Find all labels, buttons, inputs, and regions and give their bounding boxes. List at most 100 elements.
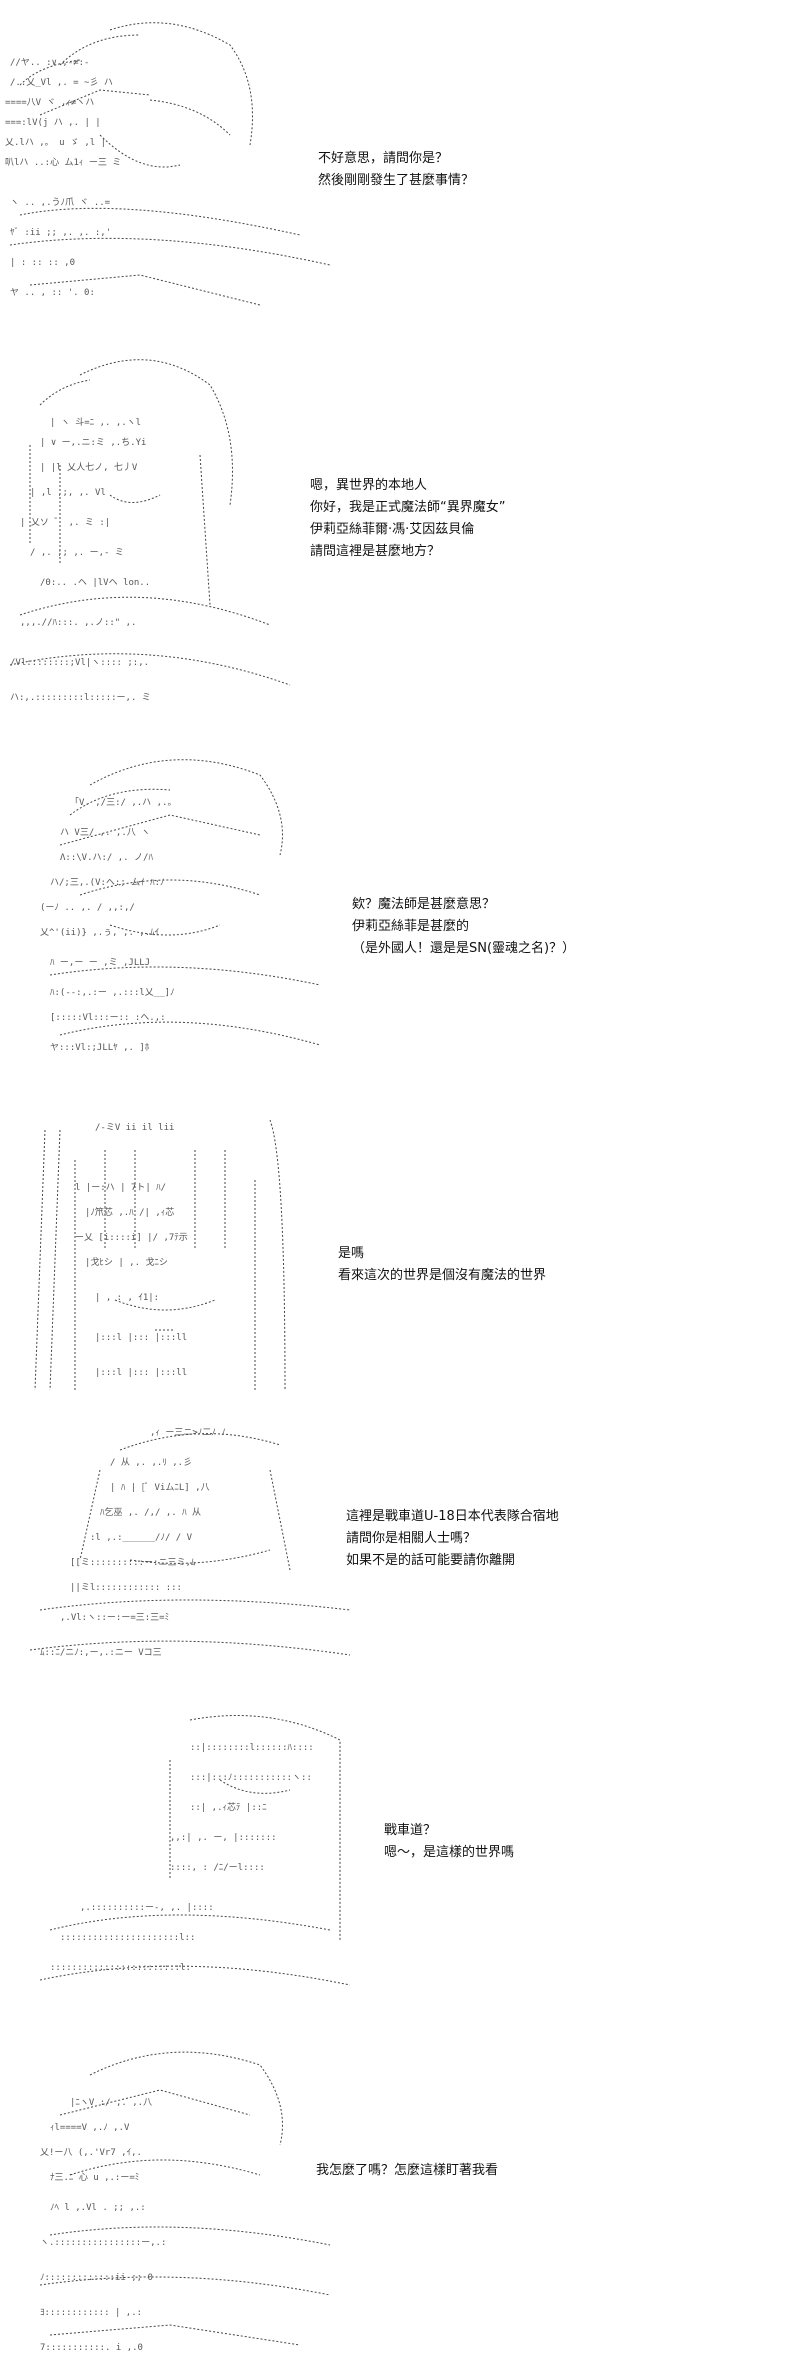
svg-text:ヤ .. , :: '. 0:: ヤ .. , :: '. 0:	[10, 288, 95, 298]
dialog-box: 欸？魔法師是甚麼意思？ 伊莉亞絲菲是甚麼的 （是外國人！還是是SN(靈魂之名)？…	[352, 894, 575, 960]
svg-text:乂!ー八 (,.'Vr7 ,ｲ,.: 乂!ー八 (,.'Vr7 ,ｲ,.	[40, 2148, 142, 2158]
dialog-line: 如果不是的話可能要請你離開	[346, 1553, 516, 1568]
dialog-box: 不好意思，請問你是？ 然後剛剛發生了甚麼事情？	[318, 148, 474, 192]
dialog-line: 伊莉亞絲菲爾·馮·艾因茲貝倫	[310, 522, 475, 537]
svg-text:| ヽ 斗=ﾆ ,. ,.ヽl: | ヽ 斗=ﾆ ,. ,.ヽl	[50, 417, 141, 428]
svg-text:||ミl:::::::::::: :::: ||ミl:::::::::::: :::	[70, 1583, 182, 1593]
dialog-line: 你好，我是正式魔法師“異界魔女”	[310, 500, 506, 515]
panel-3: 「V. ,/三:/ ,.ハ ,.。 ハ V三/ ,. ,.八 ヽ Λ::\V.ハ…	[0, 740, 800, 1080]
svg-text:,ｨ ー三ニ>ﾉ二ﾉ ﾉ: ,ｨ ー三ニ>ﾉ二ﾉ ﾉ	[150, 1428, 226, 1438]
svg-text:/..乂_Vl ,. = ~彡 ハ: /..乂_Vl ,. = ~彡 ハ	[10, 77, 113, 88]
dialog-line: 嗯，異世界的本地人	[310, 478, 428, 493]
svg-text:ハ/;三,.(V:ヘ:; ムｲ ﾊ:ﾉ: ハ/;三,.(V:ヘ:; ムｲ ﾊ:ﾉ	[50, 877, 165, 888]
svg-text:ヤ:::Vl:;JLLﾔ ,. ]ﾎ: ヤ:::Vl:;JLLﾔ ,. ]ﾎ	[50, 1042, 150, 1053]
dialog-line: 請問這裡是甚麼地方？	[310, 544, 441, 559]
dialog-line: 看來這次的世界是個沒有魔法的世界	[338, 1268, 547, 1283]
svg-text:ﾖ:::::::::::: | ,.:: ﾖ:::::::::::: | ,.:	[40, 2308, 142, 2318]
dialog-box: 嗯，異世界的本地人 你好，我是正式魔法師“異界魔女” 伊莉亞絲菲爾·馮·艾因茲貝…	[310, 475, 505, 563]
svg-text:|:::l |::: |:::ll: |:::l |::: |:::ll	[95, 1333, 187, 1343]
svg-text:| : :: :: ,0: | : :: :: ,0	[10, 258, 75, 268]
svg-text:ﾊ:(--:,.:ー ,.:::l乂__]ﾉ: ﾊ:(--:,.:ー ,.:::l乂__]ﾉ	[50, 988, 175, 998]
svg-text:/-ミV ii il lii: /-ミV ii il lii	[95, 1123, 174, 1133]
ascii-art-illustration: | ヽ 斗=ﾆ ,. ,.ヽl | ∨ ー,.ニ:ミ ,.ち.Yi | |l 乂…	[0, 345, 300, 720]
ascii-art-illustration: /-ミV ii il lii l |ー:ハ | 7ト| ﾊ/ |ﾉ笊芯 ,.ﾊ …	[15, 1100, 315, 1390]
dialog-box: 是嗎 看來這次的世界是個沒有魔法的世界	[338, 1243, 546, 1287]
svg-text:/Vl::::::::;Vl|ヽ:::: ;:,.: /Vl::::::::;Vl|ヽ:::: ;:,.	[10, 658, 149, 668]
svg-text:| , : , ｲ1|:: | , : , ｲ1|:	[95, 1293, 159, 1303]
panel-1: //ヤ.. :∨ ,-≠:- /..乂_Vl ,. = ~彡 ハ ====八V …	[0, 0, 800, 330]
svg-text:Λ::\V.ハ:/ ,. ノ/ﾊ: Λ::\V.ハ:/ ,. ノ/ﾊ	[60, 853, 153, 863]
svg-text:/ 从 ,. ,.ﾘ ,.彡: / 从 ,. ,.ﾘ ,.彡	[110, 1457, 192, 1468]
svg-text:| ∨ ー,.ニ:ミ ,.ち.Yi: | ∨ ー,.ニ:ミ ,.ち.Yi	[40, 437, 146, 448]
svg-text:::| ,.ｨ芯ﾃ |::ﾆ: ::| ,.ｨ芯ﾃ |::ﾆ	[190, 1801, 267, 1813]
dialog-line: 請問你是相關人士嗎？	[346, 1531, 477, 1546]
dialog-box: 這裡是戰車道U-18日本代表隊合宿地 請問你是相關人士嗎？ 如果不是的話可能要請…	[346, 1506, 559, 1572]
svg-text:叭lハ ..:心 ム1ｨ ー三 ミ: 叭lハ ..:心 ム1ｨ ー三 ミ	[5, 157, 121, 168]
svg-text:乂.lハ ,。 u ゞ ,l |: 乂.lハ ,。 u ゞ ,l |	[5, 138, 106, 148]
svg-text:ヽ .. ,.うﾉ爪 ヾ ..=: ヽ .. ,.うﾉ爪 ヾ ..=	[10, 197, 111, 208]
dialog-line: 不好意思，請問你是？	[318, 151, 449, 166]
svg-text:|戈ﾋシ | ,. 戈ﾆシ: |戈ﾋシ | ,. 戈ﾆシ	[85, 1256, 168, 1268]
svg-text::l ,.:______/ﾉ/ / V: :l ,.:______/ﾉ/ / V	[90, 1533, 193, 1543]
ascii-art-illustration: ,ｨ ー三ニ>ﾉ二ﾉ ﾉ / 从 ,. ,.ﾘ ,.彡 | ﾊ | [ﾞ Viム…	[20, 1410, 360, 1675]
svg-text:|:::l |::: |:::ll: |:::l |::: |:::ll	[95, 1368, 187, 1378]
svg-text:::|::::::::l::::::ﾊ::::: ::|::::::::l::::::ﾊ::::	[190, 1743, 314, 1753]
svg-text:::::::::::::::::::::::::l:: ::::::::::::::::::::::::l:	[50, 1963, 191, 1973]
panel-5: ,ｨ ー三ニ>ﾉ二ﾉ ﾉ / 从 ,. ,.ﾘ ,.彡 | ﾊ | [ﾞ Viム…	[0, 1410, 800, 1680]
panel-7: |ﾆヽV :/ ,. ,.八 ｨl====V ,.ﾉ ,.V 乂!ー八 (,.'…	[0, 2030, 800, 2366]
svg-text:ー乂 [i::::i] |/ ,7ﾃ示: ー乂 [i::::i] |/ ,7ﾃ示	[75, 1232, 188, 1243]
svg-text:====八V ヾ ,ｨ≠ヽハ: ====八V ヾ ,ｨ≠ヽハ	[5, 98, 94, 108]
svg-text:::::, : /ﾆ/ーl::::: ::::, : /ﾆ/ーl::::	[170, 1863, 265, 1873]
panel-4: /-ミV ii il lii l |ー:ハ | 7ト| ﾊ/ |ﾉ笊芯 ,.ﾊ …	[0, 1095, 800, 1395]
svg-text:ｨl====V ,.ﾉ ,.V: ｨl====V ,.ﾉ ,.V	[50, 2123, 130, 2133]
svg-text::::|:::ﾉ:::::::::::ヽ::: :::|:::ﾉ:::::::::::ヽ::	[190, 1773, 312, 1783]
svg-text:|ﾆヽV :/ ,. ,.八: |ﾆヽV :/ ,. ,.八	[70, 2098, 152, 2108]
dialog-line: 伊莉亞絲菲是甚麼的	[352, 919, 470, 934]
dialog-line: 然後剛剛發生了甚麼事情？	[318, 173, 475, 188]
svg-text:ﾔﾞ :ii ;; ,. ,. :,': ﾔﾞ :ii ;; ,. ,. :,'	[10, 227, 111, 238]
svg-text:::::::::::::::::::::::l::: ::::::::::::::::::::::l::	[60, 1933, 195, 1943]
svg-text:| 乂ソ ゛ ,. ミ :|: | 乂ソ ゛ ,. ミ :|	[20, 517, 110, 528]
svg-text:ﾉ:::::::::::::ii ;; 0: ﾉ:::::::::::::ii ;; 0	[40, 2273, 153, 2283]
svg-text:,,:| ,. ー, |:::::::: ,,:| ,. ー, |:::::::	[170, 1833, 277, 1843]
dialog-line: 欸？魔法師是甚麼意思？	[352, 897, 496, 912]
ascii-art-illustration: //ヤ.. :∨ ,-≠:- /..乂_Vl ,. = ~彡 ハ ====八V …	[0, 5, 370, 330]
svg-text:ﾉﾍ l ,.Vl . ;; ,.:: ﾉﾍ l ,.Vl . ;; ,.:	[50, 2203, 146, 2213]
svg-text:,.::::::::::ー-, ,. |::::: ,.::::::::::ー-, ,. |::::	[80, 1903, 214, 1913]
dialog-line: （是外國人！還是是SN(靈魂之名)？）	[352, 941, 576, 956]
svg-text:「V. ,/三:/ ,.ハ ,.。: 「V. ,/三:/ ,.ハ ,.。	[70, 797, 176, 808]
svg-text:(ーﾉ .. ,. / ,,:,/: (ーﾉ .. ,. / ,,:,/	[40, 903, 135, 913]
svg-text:| ﾊ | [ﾞ ViムﾆL] ,八: | ﾊ | [ﾞ ViムﾆL] ,八	[110, 1482, 210, 1493]
svg-text:ﾊ乞巫 ,. /,/ ,. ﾊ 从: ﾊ乞巫 ,. /,/ ,. ﾊ 从	[100, 1506, 201, 1518]
svg-text:[[ミ::::::::::ー:ニ三ミ,ﾑ: [[ミ::::::::::ー:ニ三ミ,ﾑ	[70, 1558, 196, 1568]
ascii-art-illustration: 「V. ,/三:/ ,.ハ ,.。 ハ V三/ ,. ,.八 ヽ Λ::\V.ハ…	[30, 745, 350, 1075]
svg-text:7:::::::::::. i ,.0: 7:::::::::::. i ,.0	[40, 2343, 143, 2353]
dialog-line: 是嗎	[338, 1246, 365, 1261]
dialog-line: 嗯～，是這樣的世界嗎	[384, 1845, 515, 1860]
panel-2: | ヽ 斗=ﾆ ,. ,.ヽl | ∨ ー,.ニ:ミ ,.ち.Yi | |l 乂…	[0, 345, 800, 725]
svg-text:[:::::Vl:::ー:: :ヘ.,:: [:::::Vl:::ー:: :ヘ.,:	[50, 1013, 166, 1023]
svg-text:ﾑ::ﾆ/ニﾉ:,ー,.:ニー Vコ三: ﾑ::ﾆ/ニﾉ:,ー,.:ニー Vコ三	[40, 1648, 162, 1658]
dialog-box: 戰車道？ 嗯～，是這樣的世界嗎	[384, 1820, 514, 1864]
svg-text:乂^'(ii)} ,.ぅ, ,. ,.ﾑｲ: 乂^'(ii)} ,.ぅ, ,. ,.ﾑｲ	[40, 928, 159, 938]
svg-text:ヽ.::::::::::::::::ー,.:: ヽ.::::::::::::::::ー,.:	[40, 2238, 166, 2248]
svg-text://ヤ.. :∨ ,-≠:-: //ヤ.. :∨ ,-≠:-	[10, 58, 89, 68]
panel-6: ::|::::::::l::::::ﾊ:::: :::|:::ﾉ::::::::…	[0, 1700, 800, 2010]
dialog-line: 我怎麼了嗎？怎麼這樣盯著我看	[316, 2163, 499, 2178]
svg-text:| ,l ,;, ,. Vl: | ,l ,;, ,. Vl	[30, 488, 106, 498]
dialog-line: 這裡是戰車道U-18日本代表隊合宿地	[346, 1509, 559, 1524]
ascii-art-illustration: ::|::::::::l::::::ﾊ:::: :::|:::ﾉ::::::::…	[20, 1700, 400, 2005]
svg-text:|ﾉ笊芯 ,.ﾊ /| ,ｨ芯: |ﾉ笊芯 ,.ﾊ /| ,ｨ芯	[85, 1206, 174, 1218]
svg-text:l |ー:ハ | 7ト| ﾊ/: l |ー:ハ | 7ト| ﾊ/	[75, 1183, 166, 1193]
svg-text:===:lV(j ハ ,. | |: ===:lV(j ハ ,. | |	[5, 118, 101, 128]
svg-text:ハ:,.:::::::::l:::::ー,. ミ: ハ:,.:::::::::l:::::ー,. ミ	[10, 693, 151, 703]
svg-text:ﾅ三.ﾆ 心 u ,.:ー=ﾐ: ﾅ三.ﾆ 心 u ,.:ー=ﾐ	[50, 2172, 139, 2183]
dialog-box: 我怎麼了嗎？怎麼這樣盯著我看	[316, 2160, 498, 2182]
svg-text:/ ,. ;; ,. ー,- ミ: / ,. ;; ,. ー,- ミ	[30, 548, 124, 558]
svg-text:ﾊ ー,ー ー ,ミ ,JLLJ: ﾊ ー,ー ー ,ミ ,JLLJ	[50, 958, 150, 968]
svg-text:/0:.. .ヘ |lVヘ lon..: /0:.. .ヘ |lVヘ lon..	[40, 578, 150, 588]
svg-text:,,,.//ﾊ:::. ,.ノ::" ,.: ,,,.//ﾊ:::. ,.ノ::" ,.	[20, 618, 136, 628]
svg-text:,.Vl:ヽ::ー:ー=三:三=ﾐ: ,.Vl:ヽ::ー:ー=三:三=ﾐ	[60, 1613, 169, 1623]
svg-text:ハ V三/ ,. ,.八 ヽ: ハ V三/ ,. ,.八 ヽ	[60, 828, 150, 838]
svg-text:| |l 乂人七ノ, 七丿V: | |l 乂人七ノ, 七丿V	[40, 462, 138, 473]
